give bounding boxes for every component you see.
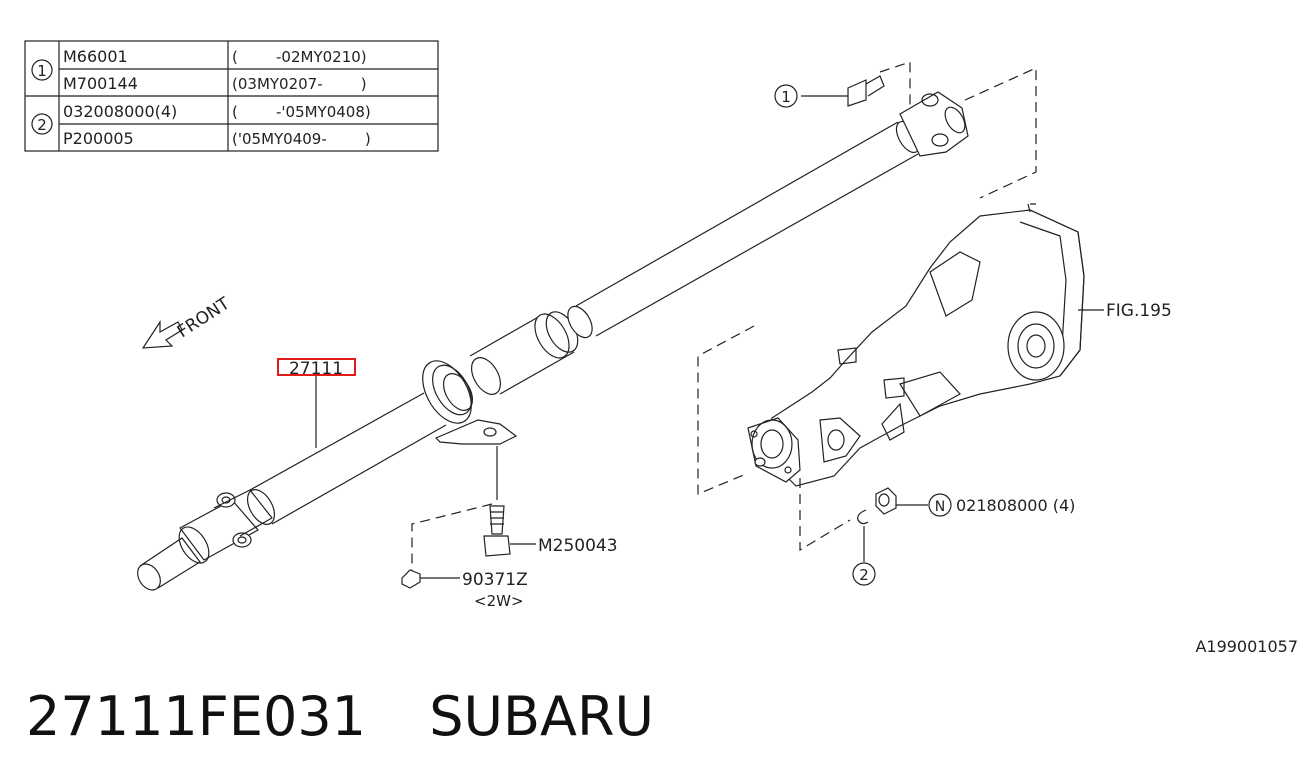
washer: 2	[852, 509, 876, 586]
legend-ref-2: 2	[37, 116, 47, 134]
propeller-shaft	[137, 91, 969, 591]
legend-table: 1 2 M66001 ( -02MY0210) M700144 (03MY020…	[24, 40, 439, 152]
legend-range-3: ( -'05MY0408)	[232, 103, 371, 121]
front-arrow: FRONT	[141, 293, 234, 349]
bolt: 1	[774, 75, 885, 108]
main-part-callout[interactable]: 27111	[277, 358, 356, 448]
legend-range-1: ( -02MY0210)	[232, 48, 367, 66]
footer-brand: SUBARU	[429, 685, 655, 748]
fig-ref-label: FIG.195	[1106, 301, 1172, 321]
legend-ref-1: 1	[37, 62, 47, 80]
legend-range-2: (03MY0207- )	[232, 75, 367, 93]
main-part-label[interactable]: 27111	[289, 359, 343, 379]
front-label: FRONT	[174, 293, 234, 342]
flange-nut: N 021808000 (4)	[875, 487, 1075, 517]
main-part-highlight	[277, 358, 356, 376]
legend-range-4: ('05MY0409- )	[232, 130, 371, 148]
legend-part-3: 032008000(4)	[63, 102, 177, 121]
legend-part-2: M700144	[63, 74, 138, 93]
nut2-label: 90371Z	[462, 570, 528, 590]
nut-90371z: 90371Z <2W>	[401, 569, 528, 610]
washer-ref-label: 2	[859, 566, 869, 584]
footer-caption: 27111FE031 SUBARU	[26, 682, 654, 752]
rear-differential	[747, 203, 1085, 487]
bolt-ref-label: 1	[781, 88, 791, 106]
legend-part-4: P200005	[63, 129, 134, 148]
nut-part-label: 021808000 (4)	[956, 496, 1075, 515]
nut2-qty-label: <2W>	[474, 592, 524, 610]
diagram-id: A199001057	[1195, 637, 1298, 656]
stud: M250043	[483, 446, 618, 557]
stud-label: M250043	[538, 536, 618, 556]
nut-marker-label: N	[935, 499, 945, 515]
legend-part-1: M66001	[63, 47, 128, 66]
footer-part-number: 27111FE031	[26, 685, 367, 748]
